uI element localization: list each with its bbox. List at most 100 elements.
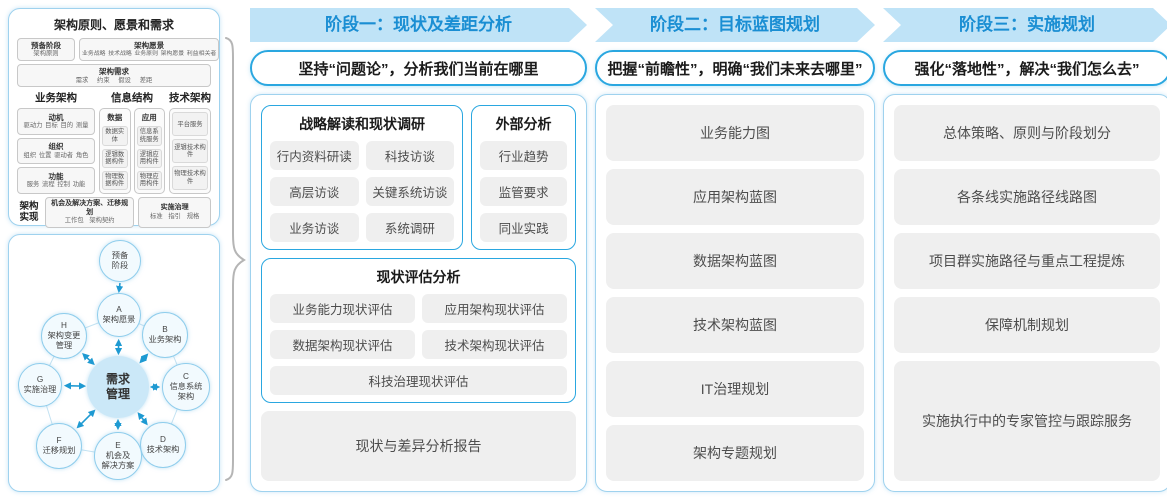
phase-2-item: 应用架构蓝图 xyxy=(606,169,864,225)
survey-item: 科技访谈 xyxy=(365,141,455,170)
adm-node-label: H xyxy=(61,321,67,331)
adm-node-label: F xyxy=(56,436,62,446)
survey-item: 系统调研 xyxy=(365,213,455,242)
external-item: 同业实践 xyxy=(480,213,567,242)
application-group-title: 应用 xyxy=(141,113,157,123)
adm-center-label: 需求 xyxy=(105,372,130,386)
adm-node-label: 业务架构 xyxy=(148,335,182,344)
adm-node-label: G xyxy=(36,375,44,385)
data-item: 逻辑数据构件 xyxy=(102,148,128,168)
phase-2-item: IT治理规划 xyxy=(606,361,864,417)
data-group-items: 数据实体逻辑数据构件物理数据构件 xyxy=(102,126,128,190)
adm-center-label: 管理 xyxy=(105,387,130,401)
assessment-item: 业务能力现状评估 xyxy=(270,294,415,323)
phase-3-item: 总体策略、原则与阶段划分 xyxy=(894,105,1160,161)
curly-brace xyxy=(225,37,246,481)
business-arch-box: 功能服务 流程 控制 功能 xyxy=(17,167,95,194)
application-item: 信息系统服务 xyxy=(136,126,162,146)
technical-item: 平台服务 xyxy=(172,112,208,137)
architecture-requirements-box: 架构需求 需求 约束 假设 差距 xyxy=(17,64,211,88)
assessment-title: 现状评估分析 xyxy=(376,269,461,285)
framework-title: 架构原则、愿景和需求 xyxy=(53,18,174,32)
information-structure-header: 信息结构 xyxy=(111,92,153,105)
assessment-item: 数据架构现状评估 xyxy=(270,330,415,359)
phase-3-band: 阶段三：实施规划 xyxy=(883,8,1167,42)
phase-2-band: 阶段二：目标蓝图规划 xyxy=(595,8,875,42)
survey-item: 关键系统访谈 xyxy=(365,177,455,206)
business-arch-column: 动机驱动力 目标 目的 测量组织组织 位置 驱动者 角色功能服务 流程 控制 功… xyxy=(17,108,95,194)
strategy-survey-subpanel: 战略解读和现状调研 行内资料研读科技访谈高层访谈关键系统访谈业务访谈系统调研 xyxy=(261,105,464,250)
data-item: 数据实体 xyxy=(102,126,128,146)
box-title: 动机 xyxy=(48,113,64,123)
assessment-item: 科技治理现状评估 xyxy=(270,366,567,395)
architecture-requirements-sub: 需求 约束 假设 差距 xyxy=(75,76,153,84)
adm-node-label: 迁移规划 xyxy=(42,446,76,455)
phase-3-subtitle: 强化“落地性”，解决“我们怎么去” xyxy=(883,50,1167,86)
box-title: 功能 xyxy=(48,171,64,181)
adm-node-label: 管理 xyxy=(55,340,73,350)
phase-2-item: 业务能力图 xyxy=(606,105,864,161)
business-arch-box: 组织组织 位置 驱动者 角色 xyxy=(17,137,95,165)
survey-item: 业务访谈 xyxy=(270,213,359,242)
phase-3-item: 各条线实施路径线路图 xyxy=(894,168,1160,225)
box-sub: 组织 位置 驱动者 角色 xyxy=(23,151,89,159)
implementation-governance-sub: 标准 指引 规格 xyxy=(150,212,200,220)
phase-2-item: 数据架构蓝图 xyxy=(606,233,864,289)
application-group: 应用 信息系统服务逻辑应用构件物理应用构件 xyxy=(133,108,165,194)
architecture-framework-panel: 架构原则、愿景和需求 预备阶段 架构原则 架构愿景 业务战略 技术战略 业务原则… xyxy=(8,8,220,229)
external-analysis-title: 外部分析 xyxy=(495,116,552,132)
adm-node-label: 预备 xyxy=(111,251,129,261)
survey-item: 高层访谈 xyxy=(270,177,359,206)
external-analysis-subpanel: 外部分析 行业趋势监管要求同业实践 xyxy=(471,105,576,250)
business-arch-box: 动机驱动力 目标 目的 测量 xyxy=(17,108,95,135)
box-sub: 驱动力 目标 目的 测量 xyxy=(23,122,89,130)
phase-1-subtitle: 坚持“问题论”，分析我们当前在哪里 xyxy=(250,50,587,86)
architecture-realization-label: 架构实现 xyxy=(19,201,39,224)
phase-2-subtitle: 把握“前瞻性”，明确“我们未来去哪里” xyxy=(595,50,875,86)
technical-arch-header: 技术架构 xyxy=(169,92,211,105)
phase-1-column: 阶段一：现状及差距分析 坚持“问题论”，分析我们当前在哪里 战略解读和现状调研 … xyxy=(250,8,587,492)
architecture-realization-row: 架构实现 机会及解决方案、迁移规划 工作包 架构契约 实施治理 标准 指引 规格 xyxy=(17,196,211,229)
adm-node-label: C xyxy=(183,372,189,382)
box-sub: 服务 流程 控制 功能 xyxy=(26,181,86,189)
preliminary-phase-title: 预备阶段 xyxy=(31,41,61,50)
strategy-survey-items: 行内资料研读科技访谈高层访谈关键系统访谈业务访谈系统调研 xyxy=(270,141,455,242)
architecture-vision-box: 架构愿景 业务战略 技术战略 业务原则 架构愿景 利益相关者 xyxy=(79,38,220,62)
phase-3-item: 保障机制规划 xyxy=(894,296,1160,353)
external-item: 监管要求 xyxy=(480,177,567,206)
information-structure-column: 数据 数据实体逻辑数据构件物理数据构件 应用 信息系统服务逻辑应用构件物理应用构… xyxy=(99,108,165,194)
application-item: 物理应用构件 xyxy=(136,170,162,190)
adm-node-label: 阶段 xyxy=(111,261,129,270)
adm-node-label: 架构愿景 xyxy=(102,315,136,324)
preliminary-phase-box: 预备阶段 架构原则 xyxy=(17,38,75,62)
application-item: 逻辑应用构件 xyxy=(136,148,162,168)
framework-top-row: 预备阶段 架构原则 架构愿景 业务战略 技术战略 业务原则 架构愿景 利益相关者 xyxy=(17,38,220,62)
phase-3-item: 实施执行中的专家管控与跟踪服务 xyxy=(894,360,1160,482)
assessment-subpanel: 现状评估分析 业务能力现状评估应用架构现状评估数据架构现状评估技术架构现状评估科… xyxy=(261,258,576,403)
adm-node-label: 解决方案 xyxy=(101,460,135,470)
opportunities-migration-sub: 工作包 架构契约 xyxy=(64,217,115,225)
phase-1-top-row: 战略解读和现状调研 行内资料研读科技访谈高层访谈关键系统访谈业务访谈系统调研 外… xyxy=(261,105,576,250)
adm-node-prep: 预备阶段 xyxy=(99,240,141,282)
adm-node-label: 实施治理 xyxy=(23,385,57,394)
technical-item: 逻辑技术构件 xyxy=(172,139,208,163)
phase-3-column: 阶段三：实施规划 强化“落地性”，解决“我们怎么去” 总体策略、原则与阶段划分各… xyxy=(883,8,1167,492)
adm-node-label: 信息系统 xyxy=(169,382,203,392)
architecture-vision-sub: 业务战略 技术战略 业务原则 架构愿景 利益相关者 xyxy=(82,50,217,57)
adm-node-label: E xyxy=(115,441,121,451)
strategy-survey-title: 战略解读和现状调研 xyxy=(299,116,426,132)
external-item: 行业趋势 xyxy=(480,141,567,170)
brace-connector-area xyxy=(220,8,250,492)
adm-node-label: A xyxy=(116,305,122,315)
data-item: 物理数据构件 xyxy=(102,170,128,190)
